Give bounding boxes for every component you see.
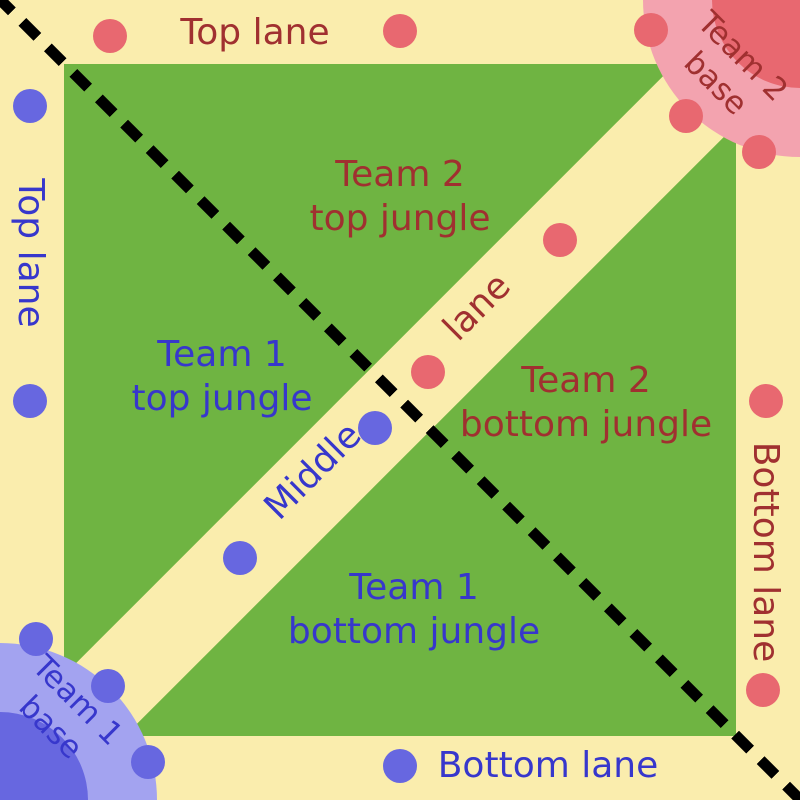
label-line: bottom jungle xyxy=(459,404,713,445)
team1-dot xyxy=(223,541,257,575)
label-line: Team 2 xyxy=(335,154,465,195)
label-line: bottom jungle xyxy=(287,611,541,652)
team1-dot xyxy=(358,411,392,445)
team2-dot xyxy=(543,223,577,257)
label-team2-top-jungle: Team 2 top jungle xyxy=(309,153,490,241)
team2-dot xyxy=(742,135,776,169)
label-bottom-lane-bottom: Bottom lane xyxy=(437,745,659,786)
label-team1-bottom-jungle: Team 1 bottom jungle xyxy=(288,566,540,654)
label-line: Team 2 xyxy=(521,360,651,401)
label-line: top jungle xyxy=(309,198,491,239)
team1-dot xyxy=(383,749,417,783)
label-team1-top-jungle: Team 1 top jungle xyxy=(131,333,312,421)
team1-dot xyxy=(19,622,53,656)
label-top-lane-top: Top lane xyxy=(180,12,330,53)
label-line: Team 1 xyxy=(349,567,479,608)
team2-dot xyxy=(383,14,417,48)
team2-dot xyxy=(411,355,445,389)
team1-dot xyxy=(13,89,47,123)
team2-dot xyxy=(746,673,780,707)
label-line: Team 1 xyxy=(157,334,287,375)
team2-dot xyxy=(749,384,783,418)
team2-dot xyxy=(634,13,668,47)
label-line: top jungle xyxy=(131,378,313,419)
team2-dot xyxy=(669,99,703,133)
team2-dot xyxy=(93,19,127,53)
label-team2-bottom-jungle: Team 2 bottom jungle xyxy=(460,359,712,447)
team1-dot xyxy=(13,384,47,418)
team1-dot xyxy=(91,669,125,703)
team1-dot xyxy=(131,745,165,779)
